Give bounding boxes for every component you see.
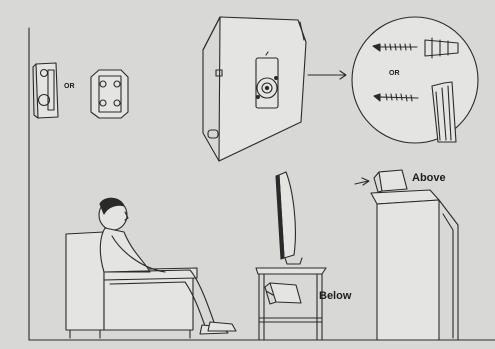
tv-stand-below: [255, 171, 327, 341]
person-watching: [98, 197, 237, 335]
screw-bottom: [373, 93, 419, 102]
above-label: Above: [412, 172, 446, 184]
cabinet-above: [354, 169, 459, 341]
screw-top: [372, 43, 418, 52]
detail-arrow: [307, 70, 347, 80]
speaker-below: [264, 282, 302, 305]
speaker-above: [373, 169, 408, 193]
speaker-detail-large: [202, 16, 307, 162]
below-label: Below: [319, 290, 352, 302]
wall-speaker-alt: [90, 69, 129, 119]
wall-floor-line: [28, 27, 495, 341]
fastener-detail-circle: [351, 16, 479, 144]
wall-anchor: [424, 37, 459, 59]
wood-stud: [431, 81, 457, 143]
or-label-fasteners: OR: [389, 70, 400, 77]
wall-speaker-left: [32, 62, 59, 119]
or-label-speakers: OR: [64, 83, 75, 90]
